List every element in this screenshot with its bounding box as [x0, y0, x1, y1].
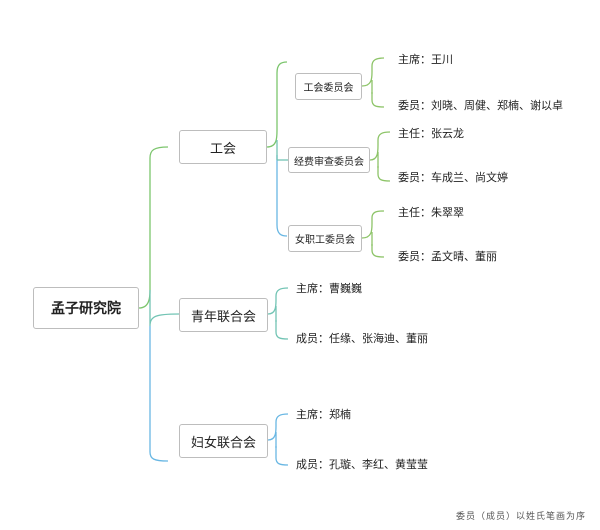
footer-note: 委员（成员）以姓氏笔画为序	[455, 512, 586, 522]
root-brace-funv	[149, 326, 169, 462]
funv-brace	[267, 413, 289, 441]
node-qingnian[interactable]: 青年联合会	[179, 298, 268, 332]
committee3-brace	[361, 210, 385, 239]
root-node[interactable]: 孟子研究院	[33, 287, 139, 329]
member-leaf: 主席：郑楠	[296, 408, 351, 421]
node-committee-jingfei[interactable]: 经费审查委员会	[288, 147, 370, 173]
committee2-brace	[369, 131, 391, 161]
node-committee-gonghui[interactable]: 工会委员会	[295, 73, 362, 100]
node-committee-nvzhigong[interactable]: 女职工委员会	[288, 225, 362, 252]
member-leaf: 主任：张云龙	[398, 127, 464, 140]
gonghui-brace	[266, 61, 288, 148]
root-brace	[138, 146, 169, 309]
committee1-brace	[361, 57, 385, 87]
member-leaf: 成员：孔璇、李红、黄莹莹	[296, 458, 428, 471]
member-leaf: 委员：刘晓、周健、郑楠、谢以卓	[398, 99, 563, 112]
gonghui-brace-lower	[276, 155, 288, 237]
root-brace-qingnian	[149, 290, 180, 327]
member-leaf: 成员：任缘、张海迪、董丽	[296, 332, 428, 345]
member-leaf: 主席：王川	[398, 53, 453, 66]
node-funv[interactable]: 妇女联合会	[179, 424, 268, 458]
qingnian-brace	[267, 287, 289, 315]
member-leaf: 委员：孟文晴、董丽	[398, 250, 497, 263]
node-gonghui[interactable]: 工会	[179, 130, 267, 164]
member-leaf: 委员：车成兰、尚文婷	[398, 171, 508, 184]
member-leaf: 主席：曹巍巍	[296, 282, 362, 295]
member-leaf: 主任：朱翠翠	[398, 206, 464, 219]
